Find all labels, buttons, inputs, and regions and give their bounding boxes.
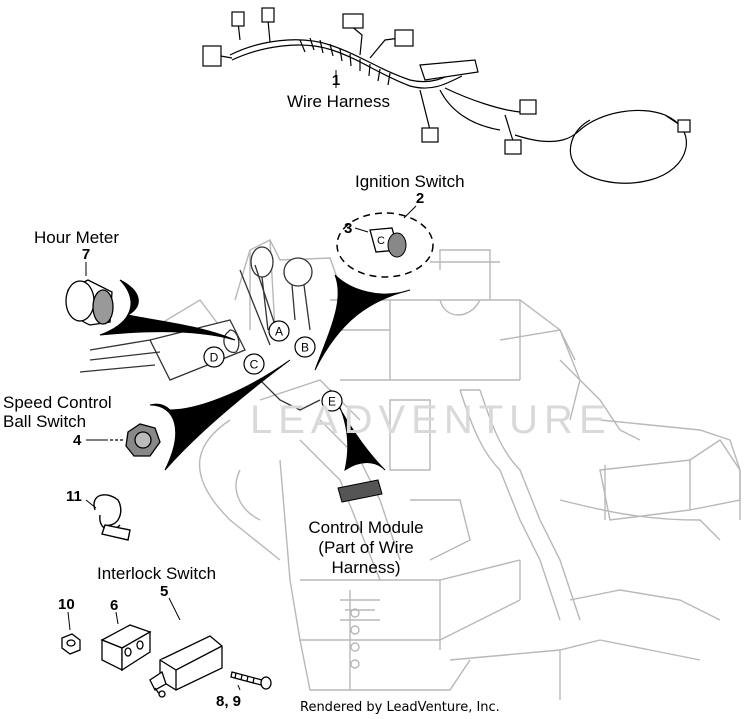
part-number-11: 11 — [66, 488, 82, 505]
mower-frame-drawing — [149, 239, 741, 700]
callout-c: C — [250, 358, 259, 372]
label-interlock-switch: Interlock Switch — [97, 564, 217, 583]
screw-drawing — [230, 671, 272, 690]
part-number-5: 5 — [160, 583, 169, 600]
interlock-switch-drawing — [149, 635, 223, 698]
part-number-1: 1 — [331, 72, 341, 89]
pointer-arrows — [99, 274, 411, 503]
callout-e: E — [328, 395, 336, 409]
callout-b: B — [301, 341, 309, 355]
callout-a: A — [275, 325, 283, 339]
ignition-switch-drawing — [336, 212, 434, 278]
callout-circles: A B C D E — [203, 320, 343, 412]
clamp-drawing — [93, 494, 131, 541]
hour-meter-drawing — [65, 279, 114, 326]
part-number-7: 7 — [81, 246, 91, 263]
footer-credit: Rendered by LeadVenture, Inc. — [300, 700, 500, 715]
label-wire-harness: Wire Harness — [287, 92, 390, 111]
part-number-2: 2 — [415, 190, 425, 207]
part-number-3: 3 — [344, 220, 353, 237]
ball-switch-drawing — [110, 423, 161, 457]
label-speed-control-line1: Speed Control — [3, 393, 112, 412]
label-control-module-line3: Harness) — [331, 558, 401, 577]
part-number-4: 4 — [73, 432, 82, 449]
label-ignition-switch: Ignition Switch — [355, 172, 465, 191]
label-speed-control-line2: Ball Switch — [3, 412, 87, 431]
label-control-module-line1: Control Module — [308, 518, 424, 537]
nut-drawing — [61, 633, 81, 655]
callout-d: D — [210, 351, 219, 365]
wire-harness-drawing — [202, 7, 691, 184]
part-number-8-9: 8, 9 — [216, 693, 242, 710]
label-control-module-line2: (Part of Wire — [318, 538, 414, 557]
ignition-key-letter: C — [377, 235, 385, 247]
watermark: LEADVENTURE — [250, 398, 612, 442]
part-number-6: 6 — [110, 597, 119, 614]
leader-lines — [67, 70, 417, 691]
part-number-10: 10 — [58, 596, 75, 613]
bracket-drawing — [100, 624, 152, 672]
label-hour-meter: Hour Meter — [34, 228, 120, 247]
